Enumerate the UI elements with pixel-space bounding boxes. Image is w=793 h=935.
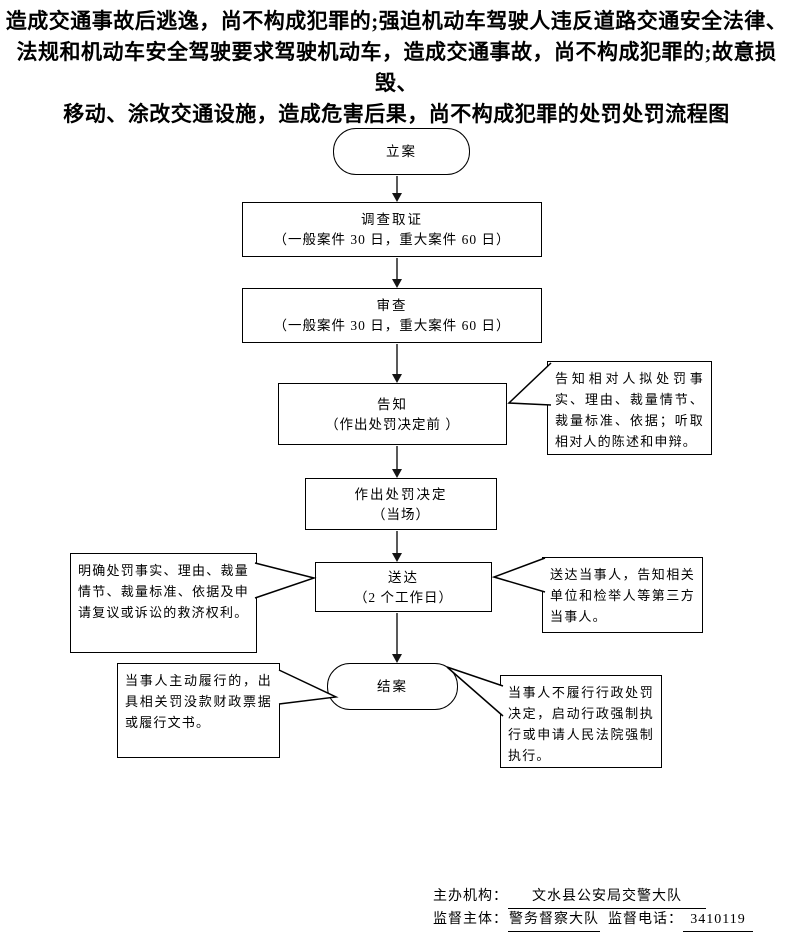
- flow-node-notify: 告知 （作出处罚决定前 ）: [278, 383, 507, 445]
- flow-node-investigate: 调查取证 （一般案件 30 日，重大案件 60 日）: [242, 202, 542, 257]
- supervisor-label: 监督主体：: [433, 912, 508, 927]
- title-line-2: 法规和机动车安全驾驶要求驾驶机动车，造成交通事故，尚不构成犯罪的;故意损毁、: [16, 40, 777, 95]
- flow-node-decision: 作出处罚决定 （当场）: [305, 478, 497, 530]
- node-label: 立案: [386, 144, 417, 159]
- callout-text: 送达当事人，告知相关单位和检举人等第三方当事人。: [550, 567, 695, 624]
- phone-value: 3410119: [683, 909, 753, 932]
- flow-arrow-decision-deliver: [392, 531, 402, 562]
- callout-text: 明确处罚事实、理由、裁量情节、裁量标准、依据及申请复议或诉讼的救济权利。: [78, 563, 249, 620]
- supervisor-value: 警务督察大队: [508, 909, 600, 932]
- footer-supervisor-line: 监督主体：警务督察大队监督电话：3410119: [433, 909, 753, 932]
- title-line-3: 移动、涂改交通设施，造成危害后果，尚不构成犯罪的处罚处罚流程图: [63, 102, 730, 126]
- flow-arrow-investigate-review: [392, 258, 402, 288]
- node-note: （一般案件 30 日，重大案件 60 日）: [273, 318, 511, 333]
- node-note: （一般案件 30 日，重大案件 60 日）: [273, 232, 511, 247]
- node-label: 调查取证: [361, 212, 423, 227]
- node-label: 作出处罚决定: [354, 486, 448, 502]
- node-note: （当场）: [372, 506, 430, 522]
- node-note: （作出处罚决定前 ）: [325, 416, 460, 432]
- callout-close-right: 当事人不履行行政处罚决定，启动行政强制执行或申请人民法院强制执行。: [500, 675, 662, 768]
- organizer-label: 主办机构：: [433, 889, 508, 904]
- callout-pointer-deliver-left: [254, 562, 317, 599]
- node-label: 告知: [377, 396, 408, 412]
- callout-notify-right: 告知相对人拟处罚事实、理由、裁量情节、裁量标准、依据；听取相对人的陈述和申辩。: [547, 361, 712, 455]
- callout-pointer-deliver-right: [491, 557, 546, 593]
- callout-text: 当事人不履行行政处罚决定，启动行政强制执行或申请人民法院强制执行。: [508, 685, 654, 763]
- title-line-1: 造成交通事故后逃逸，尚不构成犯罪的;强迫机动车驾驶人违反道路交通安全法律、: [5, 9, 788, 33]
- flow-node-deliver: 送达 （2 个工作日）: [315, 562, 492, 612]
- node-label: 结案: [377, 679, 408, 694]
- flow-node-start: 立案: [333, 128, 470, 175]
- callout-pointer-notify-right: [507, 362, 552, 406]
- flow-arrow-deliver-close: [392, 613, 402, 663]
- flow-arrow-review-notify: [392, 344, 402, 383]
- callout-close-left: 当事人主动履行的，出具相关罚没款财政票据或履行文书。: [117, 663, 280, 758]
- flow-node-review: 审查 （一般案件 30 日，重大案件 60 日）: [242, 288, 542, 343]
- callout-deliver-right: 送达当事人，告知相关单位和检举人等第三方当事人。: [542, 557, 703, 633]
- phone-label: 监督电话：: [608, 912, 683, 927]
- node-label: 送达: [388, 569, 419, 585]
- callout-deliver-left: 明确处罚事实、理由、裁量情节、裁量标准、依据及申请复议或诉讼的救济权利。: [70, 553, 257, 653]
- footer-organizer-line: 主办机构：文水县公安局交警大队: [433, 886, 753, 909]
- organizer-value: 文水县公安局交警大队: [508, 886, 706, 909]
- callout-text: 告知相对人拟处罚事实、理由、裁量情节、裁量标准、依据；听取相对人的陈述和申辩。: [555, 371, 704, 449]
- footer: 主办机构：文水县公安局交警大队 监督主体：警务督察大队监督电话：3410119: [433, 886, 753, 932]
- page-title: 造成交通事故后逃逸，尚不构成犯罪的;强迫机动车驾驶人违反道路交通安全法律、 法规…: [0, 6, 793, 130]
- flow-arrow-notify-decision: [392, 446, 402, 478]
- node-label: 审查: [376, 298, 408, 313]
- flow-node-close: 结案: [327, 663, 458, 710]
- node-note: （2 个工作日）: [353, 589, 454, 605]
- flow-arrow-start-investigate: [392, 176, 402, 202]
- callout-text: 当事人主动履行的，出具相关罚没款财政票据或履行文书。: [125, 673, 272, 730]
